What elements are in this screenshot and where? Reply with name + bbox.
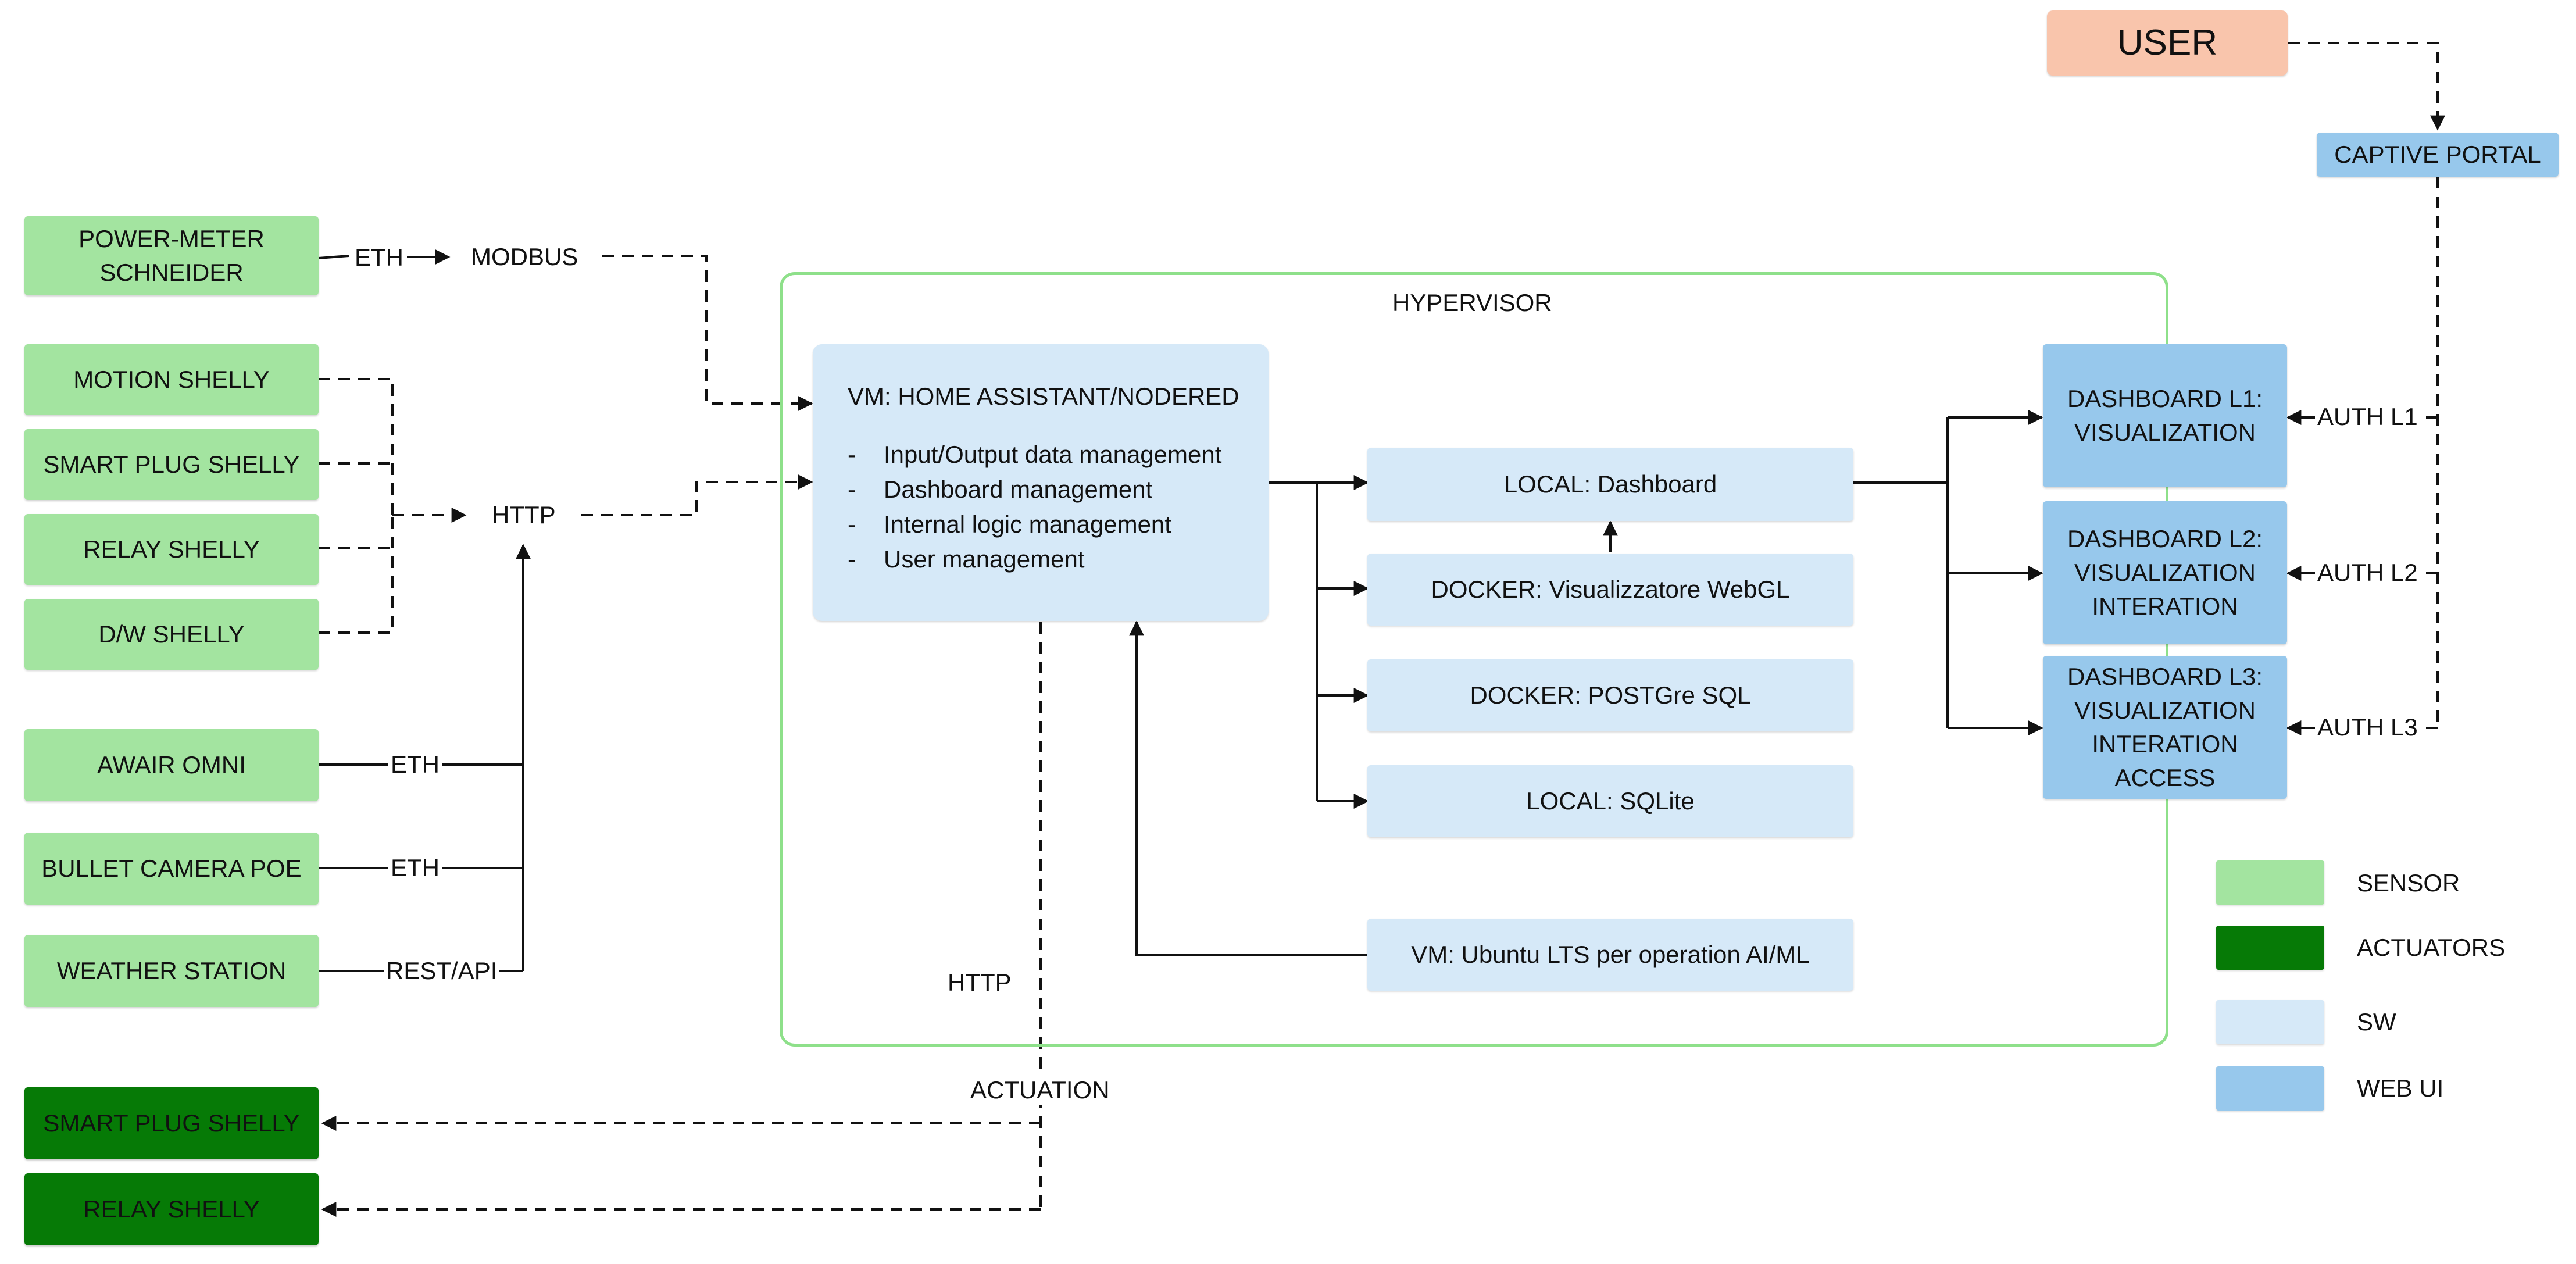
sensor-weather-station: WEATHER STATION bbox=[24, 935, 319, 1007]
ha-item: -Internal logic management bbox=[848, 510, 1171, 538]
protocol-http-in: HTTP bbox=[492, 501, 556, 529]
protocol-rest-api: REST/API bbox=[384, 956, 500, 986]
actuator-smart-plug-shelly: SMART PLUG SHELLY bbox=[24, 1087, 319, 1159]
local-sqlite-node: LOCAL: SQLite bbox=[1367, 765, 1853, 837]
protocol-actuation: ACTUATION bbox=[968, 1076, 1112, 1105]
sensor-power-meter: POWER-METER SCHNEIDER bbox=[24, 216, 319, 295]
protocol-eth-camera: ETH bbox=[388, 854, 442, 883]
ha-responsibilities: -Input/Output data management -Dashboard… bbox=[848, 437, 1257, 577]
wire-motion-http bbox=[319, 378, 394, 515]
legend-actuators-label: ACTUATORS bbox=[2357, 934, 2506, 961]
dashboard-l3-node: DASHBOARD L3: VISUALIZATION INTERATION A… bbox=[2043, 656, 2287, 799]
legend-sensor-swatch bbox=[2216, 860, 2324, 905]
auth-l2-label: AUTH L2 bbox=[2315, 558, 2420, 587]
hypervisor-title: HYPERVISOR bbox=[1392, 289, 1552, 316]
docker-webgl-node: DOCKER: Visualizzatore WebGL bbox=[1367, 554, 1853, 626]
legend-sw-swatch bbox=[2216, 1000, 2324, 1044]
dashboard-l1-node: DASHBOARD L1: VISUALIZATION bbox=[2043, 344, 2287, 487]
dashboard-l2-node: DASHBOARD L2: VISUALIZATION INTERATION bbox=[2043, 501, 2287, 644]
legend-sensor-label: SENSOR bbox=[2357, 869, 2460, 897]
wire-user-portal bbox=[2288, 42, 2445, 131]
auth-l1-label: AUTH L1 bbox=[2315, 402, 2420, 431]
ha-item: -Dashboard management bbox=[848, 476, 1153, 503]
actuator-relay-shelly: RELAY SHELLY bbox=[24, 1173, 319, 1245]
vm-ubuntu-node: VM: Ubuntu LTS per operation AI/ML bbox=[1367, 919, 1853, 991]
wire-http-ha bbox=[581, 474, 813, 516]
sensor-awair-omni: AWAIR OMNI bbox=[24, 729, 319, 801]
sensor-relay-shelly: RELAY SHELLY bbox=[24, 514, 319, 585]
wire-power-eth bbox=[318, 255, 349, 259]
sensor-dw-shelly: D/W SHELLY bbox=[24, 599, 319, 670]
ha-item: -Input/Output data management bbox=[848, 441, 1222, 468]
wire-modbus-ha bbox=[602, 255, 813, 411]
ha-item: -User management bbox=[848, 545, 1085, 573]
legend-sw-label: SW bbox=[2357, 1008, 2396, 1036]
sensor-smart-plug-shelly: SMART PLUG SHELLY bbox=[24, 429, 319, 500]
user-node: USER bbox=[2047, 10, 2288, 76]
home-assistant-vm: VM: HOME ASSISTANT/NODERED -Input/Output… bbox=[813, 344, 1269, 621]
sensor-motion-shelly: MOTION SHELLY bbox=[24, 344, 319, 415]
legend-webui-label: WEB UI bbox=[2357, 1074, 2444, 1102]
legend-actuators-swatch bbox=[2216, 926, 2324, 970]
protocol-modbus: MODBUS bbox=[471, 243, 578, 270]
ha-title: VM: HOME ASSISTANT/NODERED bbox=[848, 383, 1239, 410]
auth-l3-label: AUTH L3 bbox=[2315, 713, 2420, 742]
protocol-http-out: HTTP bbox=[948, 969, 1012, 996]
legend-webui-swatch bbox=[2216, 1066, 2324, 1111]
protocol-eth-power: ETH bbox=[352, 243, 406, 272]
protocol-eth-awair: ETH bbox=[388, 750, 442, 779]
sensor-bullet-camera: BULLET CAMERA POE bbox=[24, 833, 319, 905]
captive-portal-node: CAPTIVE PORTAL bbox=[2317, 133, 2559, 177]
docker-postgres-node: DOCKER: POSTGre SQL bbox=[1367, 659, 1853, 731]
local-dashboard-node: LOCAL: Dashboard bbox=[1367, 448, 1853, 521]
wire-dw-http bbox=[319, 515, 394, 634]
wire-ubuntu-ha bbox=[1129, 620, 1367, 956]
